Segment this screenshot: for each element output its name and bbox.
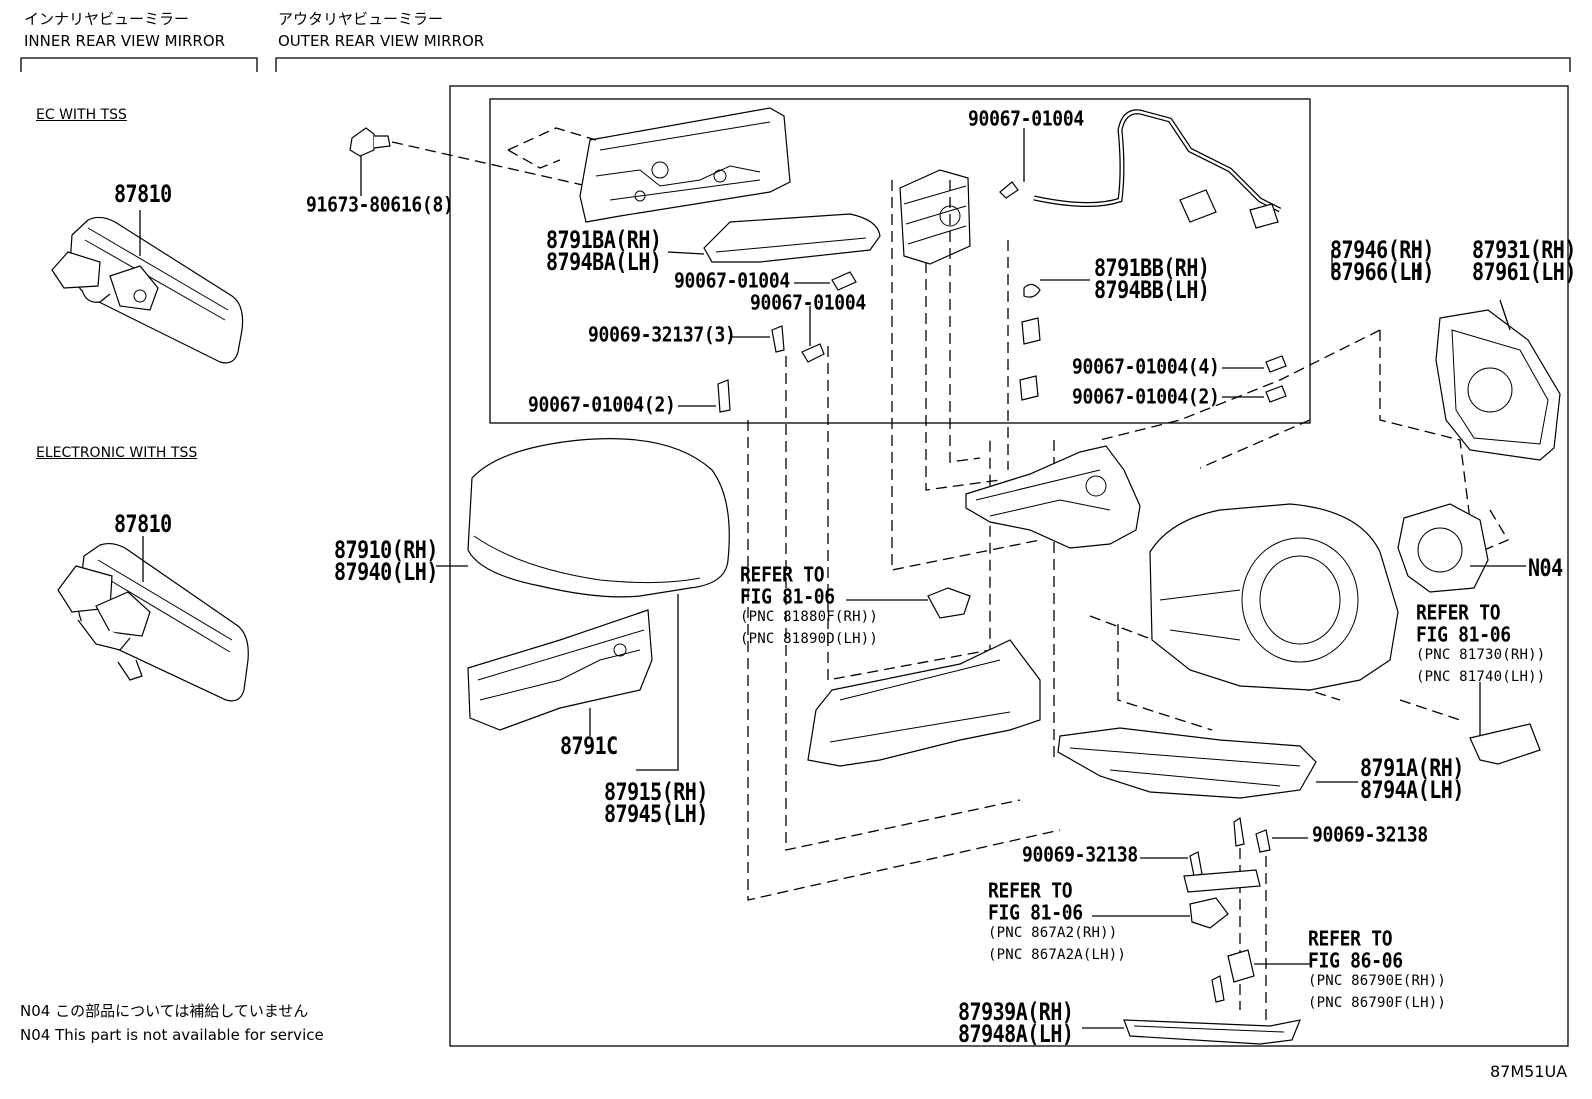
outer-bracket (275, 57, 1571, 72)
label-8791BB[interactable]: 8791BB(RH) (1094, 253, 1210, 282)
ref2-pnc-rh: (PNC 81730(RH)) (1416, 647, 1546, 663)
part-81730-shape (1469, 723, 1541, 765)
label-87810-ec[interactable]: 87810 (114, 179, 172, 208)
inner-title-en: INNER REAR VIEW MIRROR (24, 32, 226, 50)
label-87966[interactable]: 87966(LH) (1330, 257, 1434, 286)
turn-signal-8791A-shape (1057, 727, 1317, 799)
cover-8791BA-shape (703, 213, 881, 263)
ref1-refer-to: REFER TO (740, 563, 825, 588)
figure-id: 87M51UA (1490, 1062, 1568, 1081)
label-90067-01004-4[interactable]: 90067-01004(4) (1072, 355, 1220, 380)
ref4-refer-to: REFER TO (1308, 927, 1393, 952)
part-867A2-shape (1189, 897, 1229, 929)
ref3-fig[interactable]: FIG 81-06 (988, 901, 1083, 926)
inner-mirror-electronic-shape (57, 542, 249, 702)
ref1-pnc-rh: (PNC 81880F(RH)) (740, 609, 879, 625)
note-en: N04 This part is not available for servi… (20, 1026, 324, 1044)
label-87915[interactable]: 87915(RH) (604, 777, 708, 806)
ref3-pnc-rh: (PNC 867A2(RH)) (988, 925, 1118, 941)
bracket-8791C-shape (467, 609, 653, 731)
part-86790-shape (1227, 949, 1255, 983)
label-90069-32138-a[interactable]: 90069-32138 (1022, 843, 1138, 868)
mirror-glass-87931-shape (1435, 309, 1561, 461)
mirror-cover-87910-shape (467, 438, 730, 598)
outer-title-jp: アウタリヤビューミラー (278, 10, 444, 28)
harness-shape (984, 109, 1282, 406)
ref3-refer-to: REFER TO (988, 879, 1073, 904)
label-90069-32137[interactable]: 90069-32137(3) (588, 323, 736, 348)
outer-title-en: OUTER REAR VIEW MIRROR (278, 32, 485, 50)
label-87810-electronic[interactable]: 87810 (114, 509, 172, 538)
ref1-pnc-lh: (PNC 81890D(LH)) (740, 631, 879, 647)
label-87948A[interactable]: 87948A(LH) (958, 1019, 1074, 1048)
label-87939A[interactable]: 87939A(RH) (958, 997, 1074, 1026)
ref4-fig[interactable]: FIG 86-06 (1308, 949, 1403, 974)
strip-87939A-shape (1123, 1019, 1301, 1045)
inner-title-jp: インナリヤビューミラー (24, 10, 190, 28)
part-81880F-shape (927, 587, 971, 619)
mirror-base-shape (579, 107, 791, 223)
label-87945[interactable]: 87945(LH) (604, 799, 708, 828)
note-jp: N04 この部品については補給していません (20, 1002, 309, 1020)
label-90067-01004-mid1[interactable]: 90067-01004 (674, 269, 790, 294)
label-87910[interactable]: 87910(RH) (334, 535, 438, 564)
hinge-shape (965, 445, 1141, 549)
ref2-fig[interactable]: FIG 81-06 (1416, 623, 1511, 648)
motor-shape (899, 169, 971, 265)
subsection-ec: EC WITH TSS (36, 107, 127, 123)
inner-mirror-ec-shape (51, 216, 244, 364)
label-87931[interactable]: 87931(RH) (1472, 235, 1576, 264)
label-8794BA[interactable]: 8794BA(LH) (546, 247, 662, 276)
inner-box (489, 98, 1311, 424)
label-8791A[interactable]: 8791A(RH) (1360, 753, 1464, 782)
ref3-pnc-lh: (PNC 867A2A(LH)) (988, 947, 1127, 963)
label-90067-01004-2b[interactable]: 90067-01004(2) (1072, 385, 1220, 410)
label-8791C[interactable]: 8791C (560, 731, 618, 760)
label-8794A[interactable]: 8794A(LH) (1360, 775, 1464, 804)
label-87940[interactable]: 87940(LH) (334, 557, 438, 586)
bolt-91673-shape (349, 127, 391, 157)
ref4-pnc-lh: (PNC 86790F(LH)) (1308, 995, 1447, 1011)
housing-87946-shape (1149, 503, 1399, 691)
ref1-fig[interactable]: FIG 81-06 (740, 585, 835, 610)
inner-bracket (20, 57, 258, 72)
label-90067-01004-mid2[interactable]: 90067-01004 (750, 291, 866, 316)
label-8791BA[interactable]: 8791BA(RH) (546, 225, 662, 254)
screw-top (999, 181, 1019, 199)
label-87961[interactable]: 87961(LH) (1472, 257, 1576, 286)
label-91673-80616[interactable]: 91673-80616(8) (306, 193, 454, 218)
signal-lens-87915-shape (807, 639, 1041, 767)
ref4-pnc-rh: (PNC 86790E(RH)) (1308, 973, 1447, 989)
label-90067-01004-2a[interactable]: 90067-01004(2) (528, 393, 676, 418)
label-87946[interactable]: 87946(RH) (1330, 235, 1434, 264)
ref2-refer-to: REFER TO (1416, 601, 1501, 626)
actuator-n04-shape (1397, 503, 1489, 593)
ref2-pnc-lh: (PNC 81740(LH)) (1416, 669, 1546, 685)
label-90069-32138-b[interactable]: 90069-32138 (1312, 823, 1428, 848)
label-90067-01004-top[interactable]: 90067-01004 (968, 107, 1084, 132)
subsection-electronic: ELECTRONIC WITH TSS (36, 445, 198, 461)
label-n04[interactable]: N04 (1528, 553, 1563, 582)
label-8794BB[interactable]: 8794BB(LH) (1094, 275, 1210, 304)
